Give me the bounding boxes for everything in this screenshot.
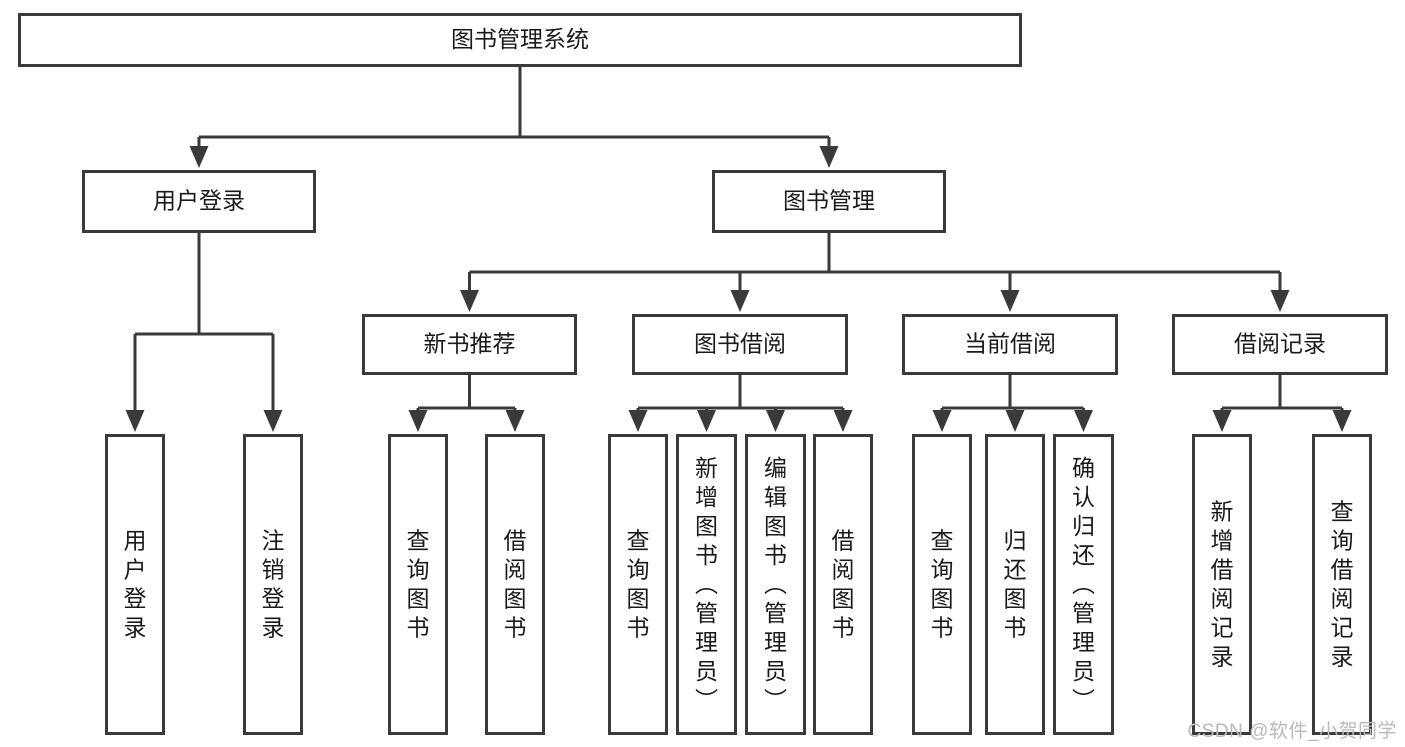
node-label: 查询图书 — [931, 528, 954, 641]
node-label: 借阅图书 — [504, 528, 527, 641]
node-label: 查询图书 — [627, 528, 650, 641]
node-box — [745, 434, 806, 735]
node-new-book-rec[interactable]: 新书推荐 — [362, 314, 577, 375]
node-box — [1172, 314, 1388, 375]
node-leaf-add-borrow-record[interactable]: 新增借阅记录 — [1192, 434, 1252, 735]
arrow-head-icon — [1000, 290, 1020, 312]
arrow-head-icon — [730, 290, 750, 312]
node-box — [632, 314, 848, 375]
node-label: 用户登录 — [153, 188, 245, 214]
node-label: 用户登录 — [124, 528, 147, 641]
node-label: 借阅图书 — [832, 528, 855, 641]
node-leaf-query-book-current[interactable]: 查询图书 — [912, 434, 972, 735]
node-box — [1192, 434, 1252, 735]
arrow-head-icon — [125, 410, 145, 432]
node-box — [902, 314, 1118, 375]
arrow-head-icon — [932, 410, 952, 432]
node-label: 图书借阅 — [694, 331, 786, 357]
watermark-label: CSDN @软件_小贺同学 — [1187, 721, 1397, 742]
node-current-borrow[interactable]: 当前借阅 — [902, 314, 1118, 375]
node-label: 新增图书︵管理员︶ — [695, 455, 718, 713]
arrow-head-icon — [819, 146, 839, 168]
node-label: 确认归还︵管理员︶ — [1072, 455, 1095, 713]
node-leaf-add-book-admin[interactable]: 新增图书︵管理员︶ — [676, 434, 737, 735]
node-box — [105, 434, 165, 735]
node-box — [362, 314, 577, 375]
node-box — [82, 170, 316, 233]
node-leaf-confirm-return-admin[interactable]: 确认归还︵管理员︶ — [1053, 434, 1114, 735]
node-leaf-query-borrow-record[interactable]: 查询借阅记录 — [1312, 434, 1372, 735]
arrow-head-icon — [505, 410, 525, 432]
node-root[interactable]: 图书管理系统 — [18, 13, 1022, 67]
arrow-head-icon — [697, 410, 716, 432]
node-label: 借阅记录 — [1234, 331, 1326, 357]
node-box — [243, 434, 303, 735]
arrow-head-icon — [460, 290, 479, 312]
node-box — [712, 170, 946, 233]
node-layer: 图书管理系统用户登录图书管理新书推荐图书借阅当前借阅借阅记录用户登录注销登录查询… — [18, 13, 1388, 735]
node-label: 图书管理 — [783, 188, 875, 214]
node-leaf-query-book-rec[interactable]: 查询图书 — [388, 434, 448, 735]
node-leaf-user-login[interactable]: 用户登录 — [105, 434, 165, 735]
node-leaf-borrow-book-rec[interactable]: 借阅图书 — [485, 434, 545, 735]
node-box — [912, 434, 972, 735]
node-label: 新书推荐 — [424, 331, 516, 357]
node-leaf-logout[interactable]: 注销登录 — [243, 434, 303, 735]
node-book-manage[interactable]: 图书管理 — [712, 170, 946, 233]
arrow-head-icon — [1270, 290, 1290, 312]
node-box — [813, 434, 873, 735]
node-box — [1053, 434, 1114, 735]
node-book-borrow[interactable]: 图书借阅 — [632, 314, 848, 375]
node-box — [985, 434, 1045, 735]
node-leaf-borrow-book[interactable]: 借阅图书 — [813, 434, 873, 735]
node-box — [485, 434, 545, 735]
arrow-head-icon — [766, 410, 785, 432]
node-box — [18, 13, 1022, 67]
arrow-head-icon — [1212, 410, 1232, 432]
node-box — [608, 434, 668, 735]
arrow-head-icon — [1074, 410, 1093, 432]
arrow-head-icon — [1005, 410, 1025, 432]
node-box — [388, 434, 448, 735]
node-box — [676, 434, 737, 735]
node-borrow-record[interactable]: 借阅记录 — [1172, 314, 1388, 375]
arrow-head-icon — [1332, 410, 1352, 432]
edge-layer — [125, 67, 1352, 432]
arrow-head-icon — [263, 410, 283, 432]
arrow-head-icon — [833, 410, 853, 432]
node-label: 当前借阅 — [964, 331, 1056, 357]
node-label: 查询借阅记录 — [1331, 499, 1354, 670]
node-label: 查询图书 — [407, 528, 430, 641]
node-box — [1312, 434, 1372, 735]
arrow-head-icon — [189, 146, 209, 168]
arrow-head-icon — [628, 410, 648, 432]
node-label: 新增借阅记录 — [1211, 499, 1234, 670]
node-label: 图书管理系统 — [451, 26, 589, 52]
node-user-login[interactable]: 用户登录 — [82, 170, 316, 233]
node-leaf-edit-book-admin[interactable]: 编辑图书︵管理员︶ — [745, 434, 806, 735]
node-label: 归还图书 — [1004, 528, 1027, 641]
node-leaf-query-book-borrow[interactable]: 查询图书 — [608, 434, 668, 735]
node-label: 注销登录 — [262, 528, 285, 641]
node-label: 编辑图书︵管理员︶ — [764, 455, 787, 713]
node-leaf-return-book[interactable]: 归还图书 — [985, 434, 1045, 735]
arrow-head-icon — [408, 410, 428, 432]
